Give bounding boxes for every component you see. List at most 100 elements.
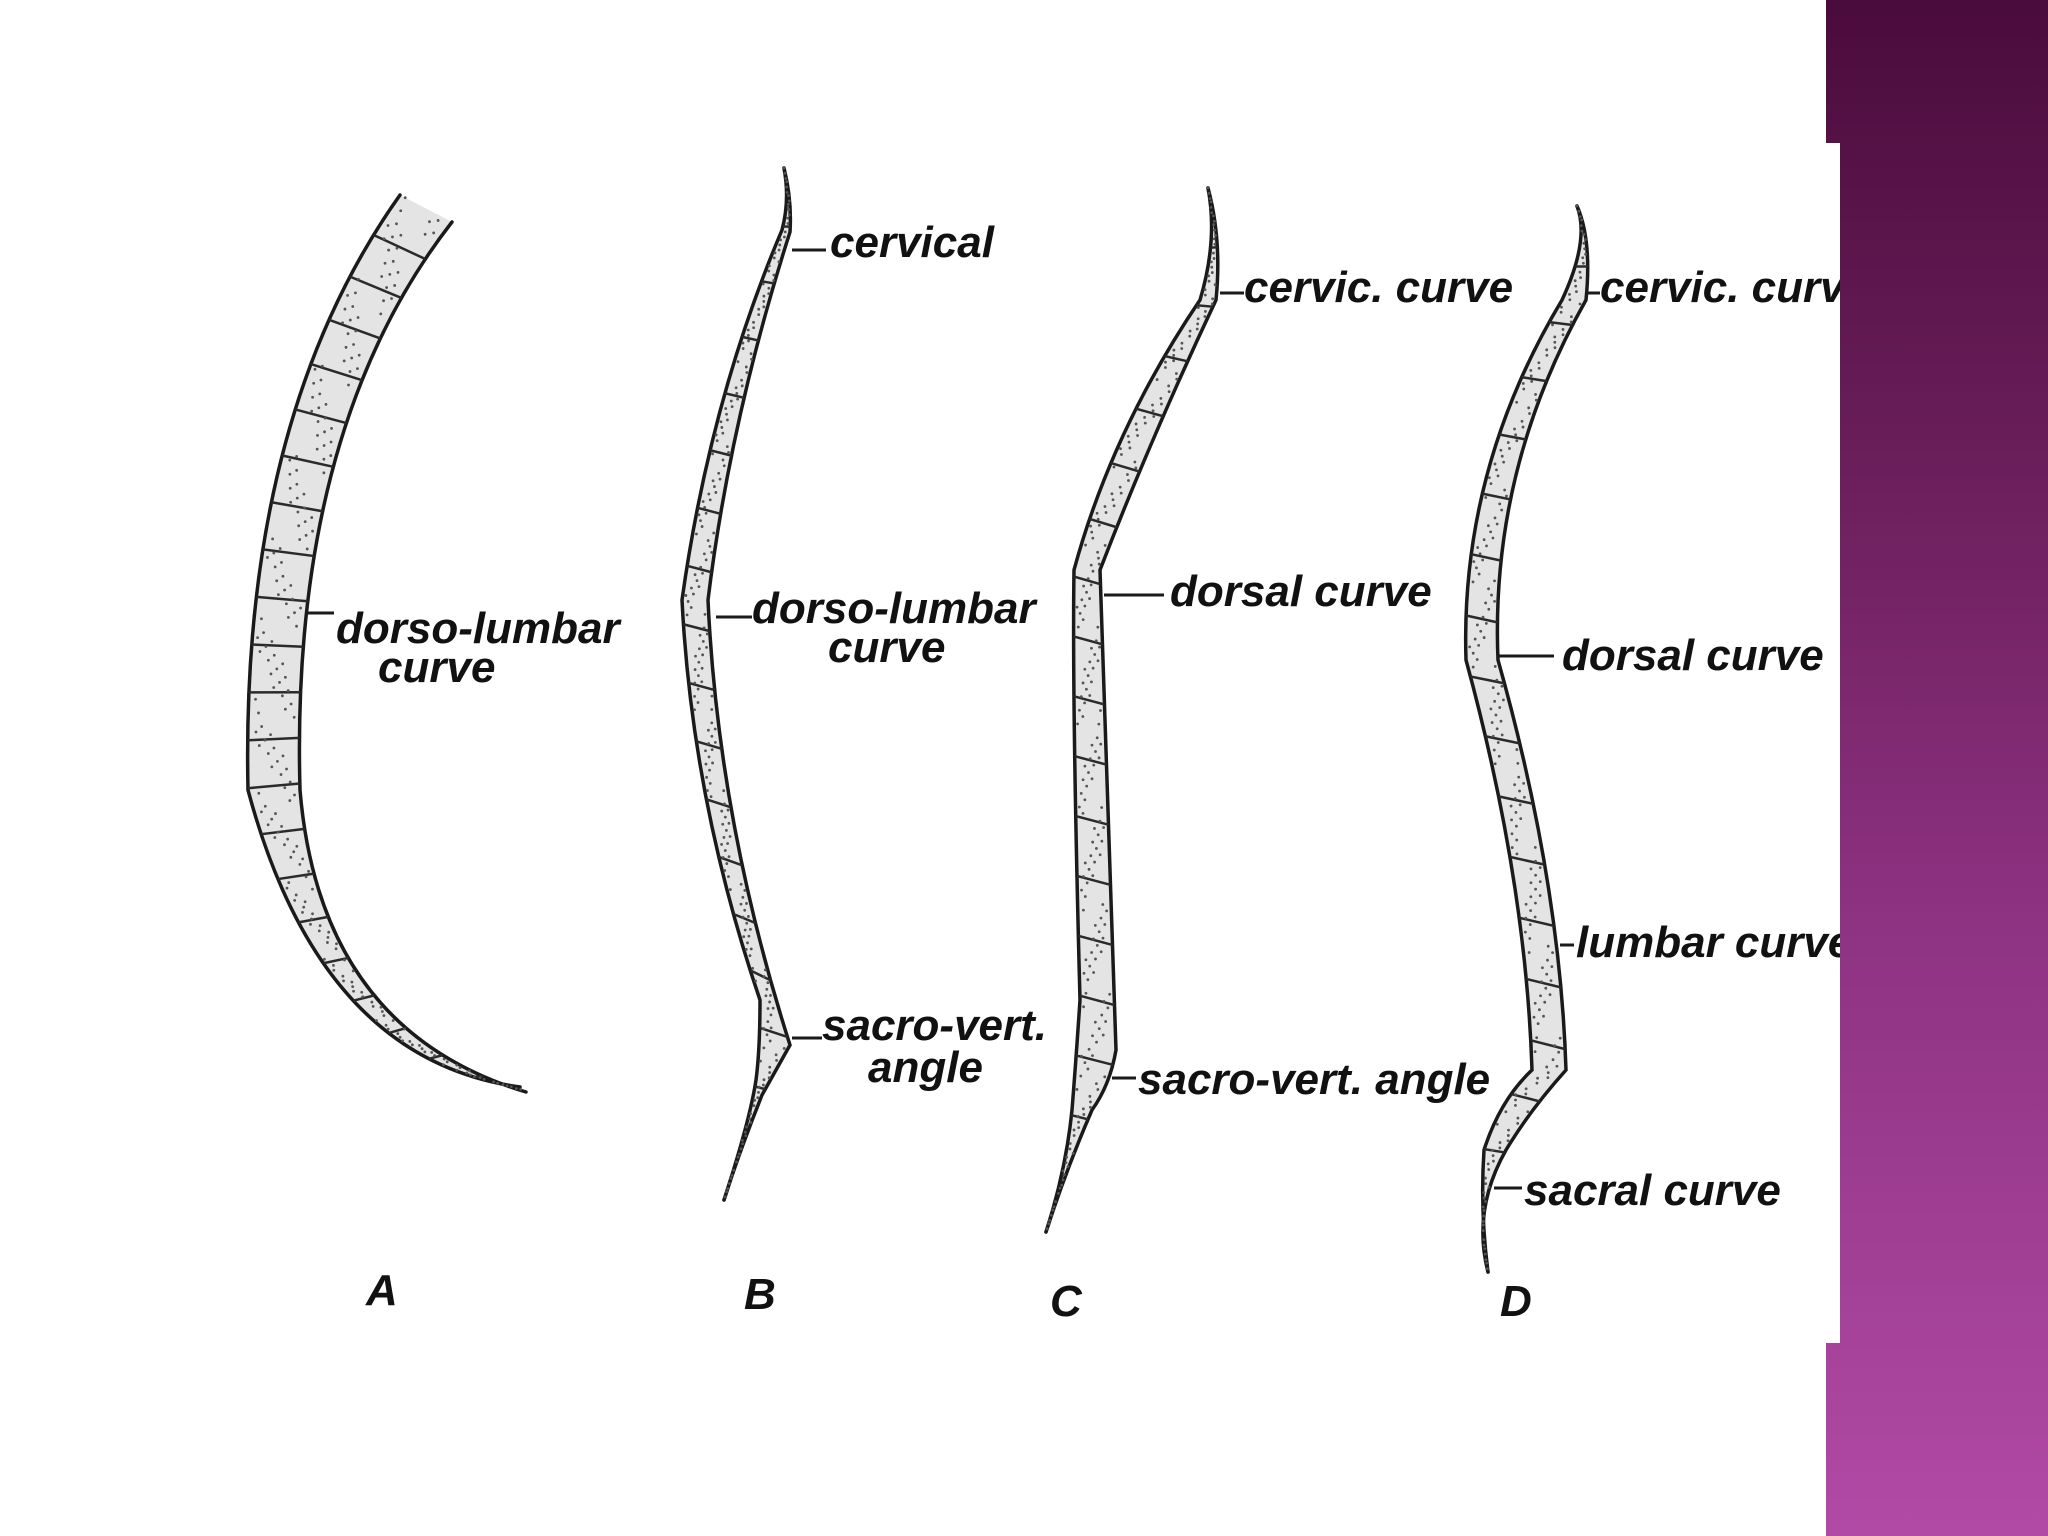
stipple-dot (730, 1177, 733, 1180)
stipple-dot (1529, 923, 1532, 926)
stipple-dot (1082, 909, 1085, 912)
stipple-dot (786, 222, 789, 225)
stipple-dot (1472, 652, 1475, 655)
label-a-curve: curve (378, 643, 495, 692)
stipple-dot (1152, 409, 1155, 412)
stipple-dot (695, 533, 698, 536)
stipple-dot (357, 316, 360, 319)
stipple-dot (1500, 509, 1503, 512)
stipple-dot (1495, 469, 1498, 472)
stipple-dot (1082, 618, 1085, 621)
stipple-dot (737, 360, 740, 363)
stipple-dot (1553, 341, 1556, 344)
stipple-dot (1530, 380, 1533, 383)
figure-panel: dorso-lumbar curve A cervical dorso-lumb… (0, 143, 1840, 1343)
stipple-dot (727, 451, 730, 454)
stipple-dot (711, 748, 714, 751)
stipple-dot (686, 614, 689, 617)
stipple-dot (1546, 959, 1549, 962)
stipple-dot (1085, 992, 1088, 995)
stipple-dot (743, 889, 746, 892)
stipple-dot (1497, 474, 1500, 477)
stipple-dot (1119, 447, 1122, 450)
stipple-dot (350, 357, 353, 360)
stipple-dot (714, 728, 717, 731)
stipple-dot (329, 454, 332, 457)
stipple-dot (1099, 709, 1102, 712)
stipple-dot (1498, 502, 1501, 505)
stipple-dot (1498, 755, 1501, 758)
stipple-dot (1484, 1182, 1487, 1185)
stipple-dot (1522, 426, 1525, 429)
stipple-dot (1516, 762, 1519, 765)
stipple-dot (1077, 1115, 1080, 1118)
stipple-dot (1091, 1054, 1094, 1057)
stipple-dot (322, 458, 325, 461)
stipple-dot (1204, 288, 1207, 291)
stipple-dot (354, 291, 357, 294)
stipple-dot (1550, 979, 1553, 982)
stipple-dot (1559, 1037, 1562, 1040)
stipple-dot (1482, 616, 1485, 619)
stipple-dot (1492, 735, 1495, 738)
stipple-dot (1083, 701, 1086, 704)
stipple-dot (1120, 492, 1123, 495)
stipple-dot (1486, 1267, 1489, 1270)
stipple-dot (730, 400, 733, 403)
stipple-dot (1553, 336, 1556, 339)
stipple-dot (1084, 1061, 1087, 1064)
stipple-dot (1534, 1002, 1537, 1005)
stipple-dot (322, 471, 325, 474)
stipple-dot (289, 856, 292, 859)
stipple-dot (1088, 965, 1091, 968)
stipple-dot (724, 1195, 727, 1198)
stipple-dot (1508, 447, 1511, 450)
stipple-dot (1511, 832, 1514, 835)
stipple-dot (741, 1142, 744, 1145)
stipple-dot (1519, 817, 1522, 820)
stipple-dot (347, 332, 350, 335)
stipple-dot (1496, 1123, 1499, 1126)
stipple-dot (1210, 200, 1213, 203)
stipple-dot (319, 924, 322, 927)
stipple-dot (1562, 333, 1565, 336)
stipple-dot (1479, 630, 1482, 633)
stipple-dot (1498, 706, 1501, 709)
stipple-dot (1545, 973, 1548, 976)
stipple-dot (401, 1039, 404, 1042)
stipple-dot (775, 1059, 778, 1062)
stipple-dot (710, 551, 713, 554)
stipple-dot (299, 607, 302, 610)
stipple-dot (778, 244, 781, 247)
stipple-dot (1096, 626, 1099, 629)
stipple-dot (694, 573, 697, 576)
stipple-dot (1488, 1186, 1491, 1189)
stipple-dot (443, 1058, 446, 1061)
stipple-dot (301, 857, 304, 860)
stipple-dot (785, 180, 788, 183)
stipple-dot (1533, 1016, 1536, 1019)
stipple-dot (1492, 1160, 1495, 1163)
stipple-dot (1507, 1129, 1510, 1132)
stipple-dot (1556, 1065, 1559, 1068)
stipple-dot (1544, 987, 1547, 990)
stipple-dot (1484, 1253, 1487, 1256)
label-b-curve: curve (828, 623, 945, 672)
stipple-dot (1172, 359, 1175, 362)
stipple-dot (1091, 744, 1094, 747)
stipple-dot (757, 308, 760, 311)
stipple-dot (1539, 994, 1542, 997)
stipple-dot (1167, 385, 1170, 388)
stipple-dot (1523, 796, 1526, 799)
stipple-dot (703, 552, 706, 555)
stipple-dot (352, 990, 355, 993)
stipple-dot (729, 888, 732, 891)
stipple-dot (1093, 653, 1096, 656)
stipple-dot (380, 275, 383, 278)
stipple-dot (1534, 902, 1537, 905)
stipple-dot (298, 538, 301, 541)
stipple-dot (1482, 1224, 1485, 1227)
stipple-dot (697, 674, 700, 677)
stipple-dot (1214, 283, 1217, 286)
stipple-dot (284, 676, 287, 679)
